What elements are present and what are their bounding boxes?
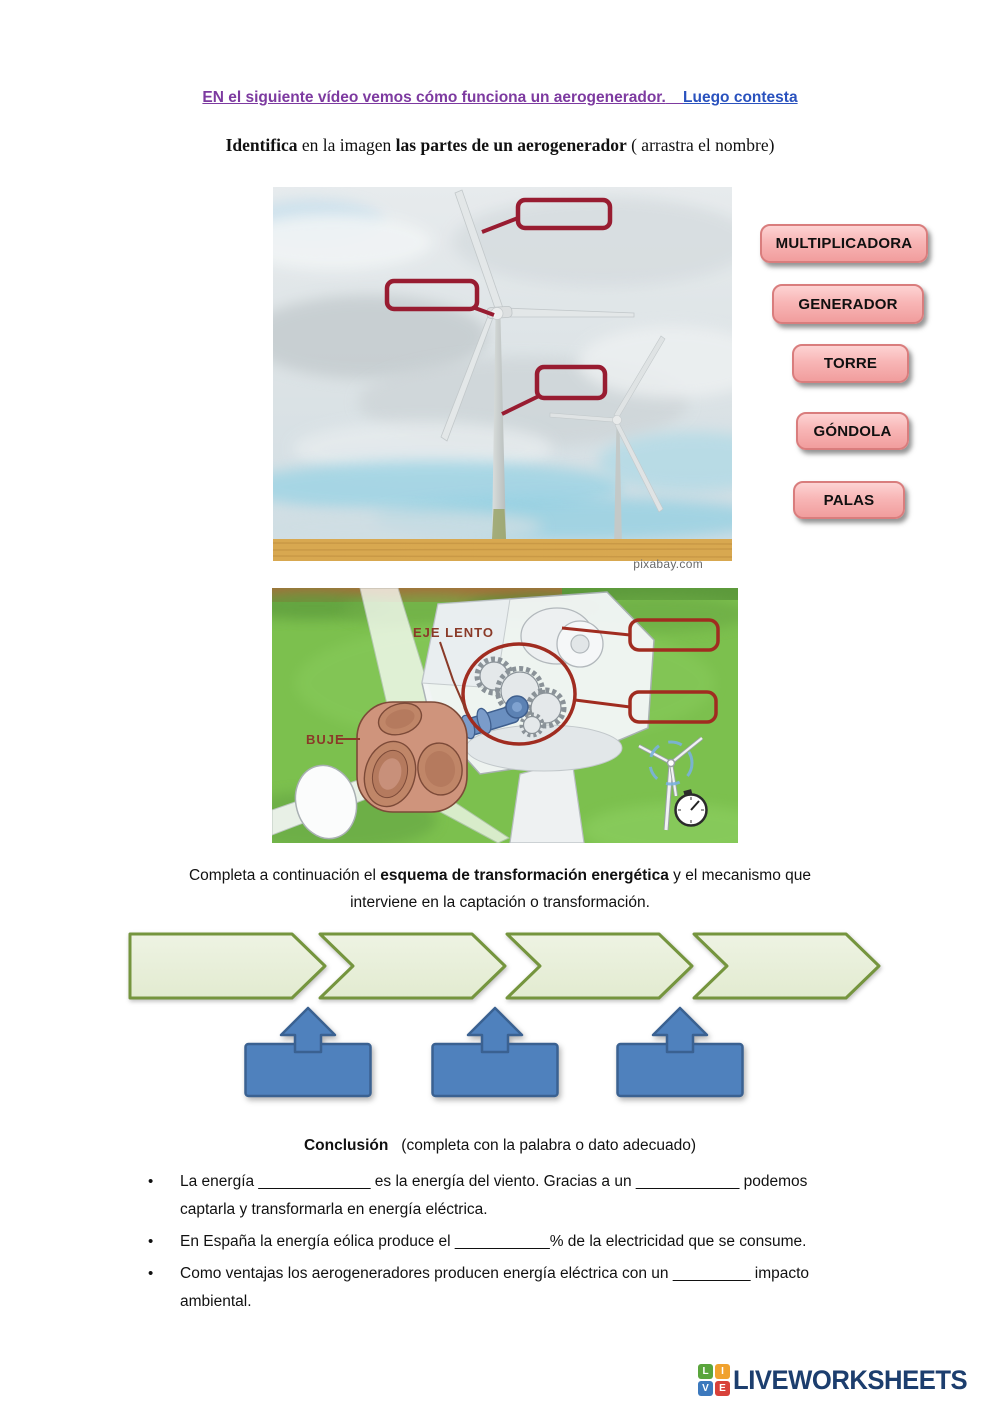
- luego-contesta-link[interactable]: Luego contesta: [683, 89, 798, 106]
- eje-lento-label: EJE LENTO: [413, 625, 494, 640]
- logo-wordmark: LIVEWORKSHEETS: [733, 1364, 968, 1395]
- instruction-line: Identifica en la imagen las partes de un…: [0, 135, 1000, 156]
- bullet-glyph: •: [148, 1265, 154, 1282]
- drop-target-generator[interactable]: [628, 618, 720, 652]
- logo-cell-l: L: [698, 1364, 713, 1379]
- diagram-annotations: [561, 618, 720, 724]
- drag-label-multiplicadora[interactable]: MULTIPLICADORA: [760, 224, 928, 263]
- liveworksheets-logo: L I V E LIVEWORKSHEETS: [698, 1364, 980, 1396]
- conclusion-title: Conclusión: [303, 1137, 389, 1154]
- drag-label-palas[interactable]: PALAS: [793, 481, 905, 519]
- instruction-mid: en la imagen: [297, 135, 396, 155]
- turbines-photo: [233, 187, 788, 561]
- instruction-bold-2: las partes de un aerogenerador: [395, 135, 627, 155]
- bullet-text-3: Como ventajas los aerogeneradores produc…: [180, 1265, 810, 1310]
- logo-cell-v: V: [698, 1381, 713, 1396]
- logo-cell-i: I: [715, 1364, 730, 1379]
- bullet-text-1: La energía _____________ es la energía d…: [180, 1173, 808, 1218]
- drag-label-generador[interactable]: GENERADOR: [772, 284, 924, 324]
- video-link[interactable]: EN el siguiente vídeo vemos cómo funcion…: [202, 89, 666, 106]
- mechanism-box-2[interactable]: [430, 1004, 560, 1104]
- photo-annotations: [384, 197, 613, 416]
- video-link-line: EN el siguiente vídeo vemos cómo funcion…: [0, 89, 1000, 107]
- bullet-glyph: •: [148, 1173, 154, 1190]
- logo-grid-icon: L I V E: [698, 1364, 730, 1396]
- nose-cone: [294, 764, 358, 840]
- bullet-glyph: •: [148, 1233, 154, 1250]
- scheme-instruction: Completa a continuación el esquema de tr…: [0, 862, 1000, 916]
- wind-turbine-front: [440, 189, 635, 539]
- link-gap: [666, 89, 683, 106]
- field-texture: [272, 542, 733, 558]
- instruction-post: ( arrastra el nombre): [626, 135, 775, 155]
- scheme-line2: interviene en la captación o transformac…: [350, 894, 650, 911]
- conclusion-subtitle: (completa con la palabra o dato adecuado…: [401, 1137, 696, 1154]
- gearbox-highlight-circle: [461, 642, 577, 746]
- nacelle-diagram: EJE LENTO BUJE: [227, 587, 772, 856]
- mini-turbine-stopwatch: [638, 736, 708, 831]
- buje-label: BUJE: [306, 732, 345, 747]
- mechanism-box-3[interactable]: [615, 1004, 745, 1104]
- drop-target-nacelle[interactable]: [384, 278, 480, 312]
- drag-label-gondola[interactable]: GÓNDOLA: [796, 412, 909, 450]
- energy-chevron-row: [123, 931, 885, 1006]
- diagram-labels: EJE LENTO BUJE: [306, 625, 494, 747]
- conclusion-bullets: • La energía _____________ es la energía…: [148, 1168, 866, 1320]
- up-arrow: [279, 1006, 337, 1054]
- hub-buje: [356, 701, 468, 813]
- energy-step-1-chevron[interactable]: [128, 932, 327, 1000]
- mechanism-box-1[interactable]: [243, 1004, 373, 1104]
- photo-credit: pixabay.com: [633, 557, 703, 571]
- drop-target-tower[interactable]: [534, 364, 608, 401]
- energy-step-3-chevron[interactable]: [505, 932, 694, 1000]
- energy-step-2-chevron[interactable]: [318, 932, 507, 1000]
- drop-target-gearbox[interactable]: [628, 690, 718, 724]
- scheme-post: y el mecanismo que: [668, 867, 812, 884]
- generator-unit: [520, 607, 604, 668]
- wind-turbine-back: [549, 335, 666, 548]
- up-arrow: [651, 1006, 709, 1054]
- instruction-bold-1: Identifica: [225, 135, 298, 155]
- bullet-text-2: En España la energía eólica produce el _…: [180, 1233, 807, 1250]
- bullet-item-2: • En España la energía eólica produce el…: [148, 1228, 866, 1256]
- energy-step-4-chevron[interactable]: [692, 932, 881, 1000]
- up-arrow: [466, 1006, 524, 1054]
- conclusion-heading: Conclusión (completa con la palabra o da…: [0, 1137, 1000, 1155]
- bullet-item-1: • La energía _____________ es la energía…: [148, 1168, 866, 1224]
- scheme-pre: Completa a continuación el: [188, 867, 381, 884]
- logo-cell-e: E: [715, 1381, 730, 1396]
- drop-target-blade[interactable]: [515, 197, 613, 231]
- bullet-item-3: • Como ventajas los aerogeneradores prod…: [148, 1260, 866, 1316]
- scheme-bold: esquema de transformación energética: [380, 867, 669, 884]
- drag-label-torre[interactable]: TORRE: [792, 344, 909, 383]
